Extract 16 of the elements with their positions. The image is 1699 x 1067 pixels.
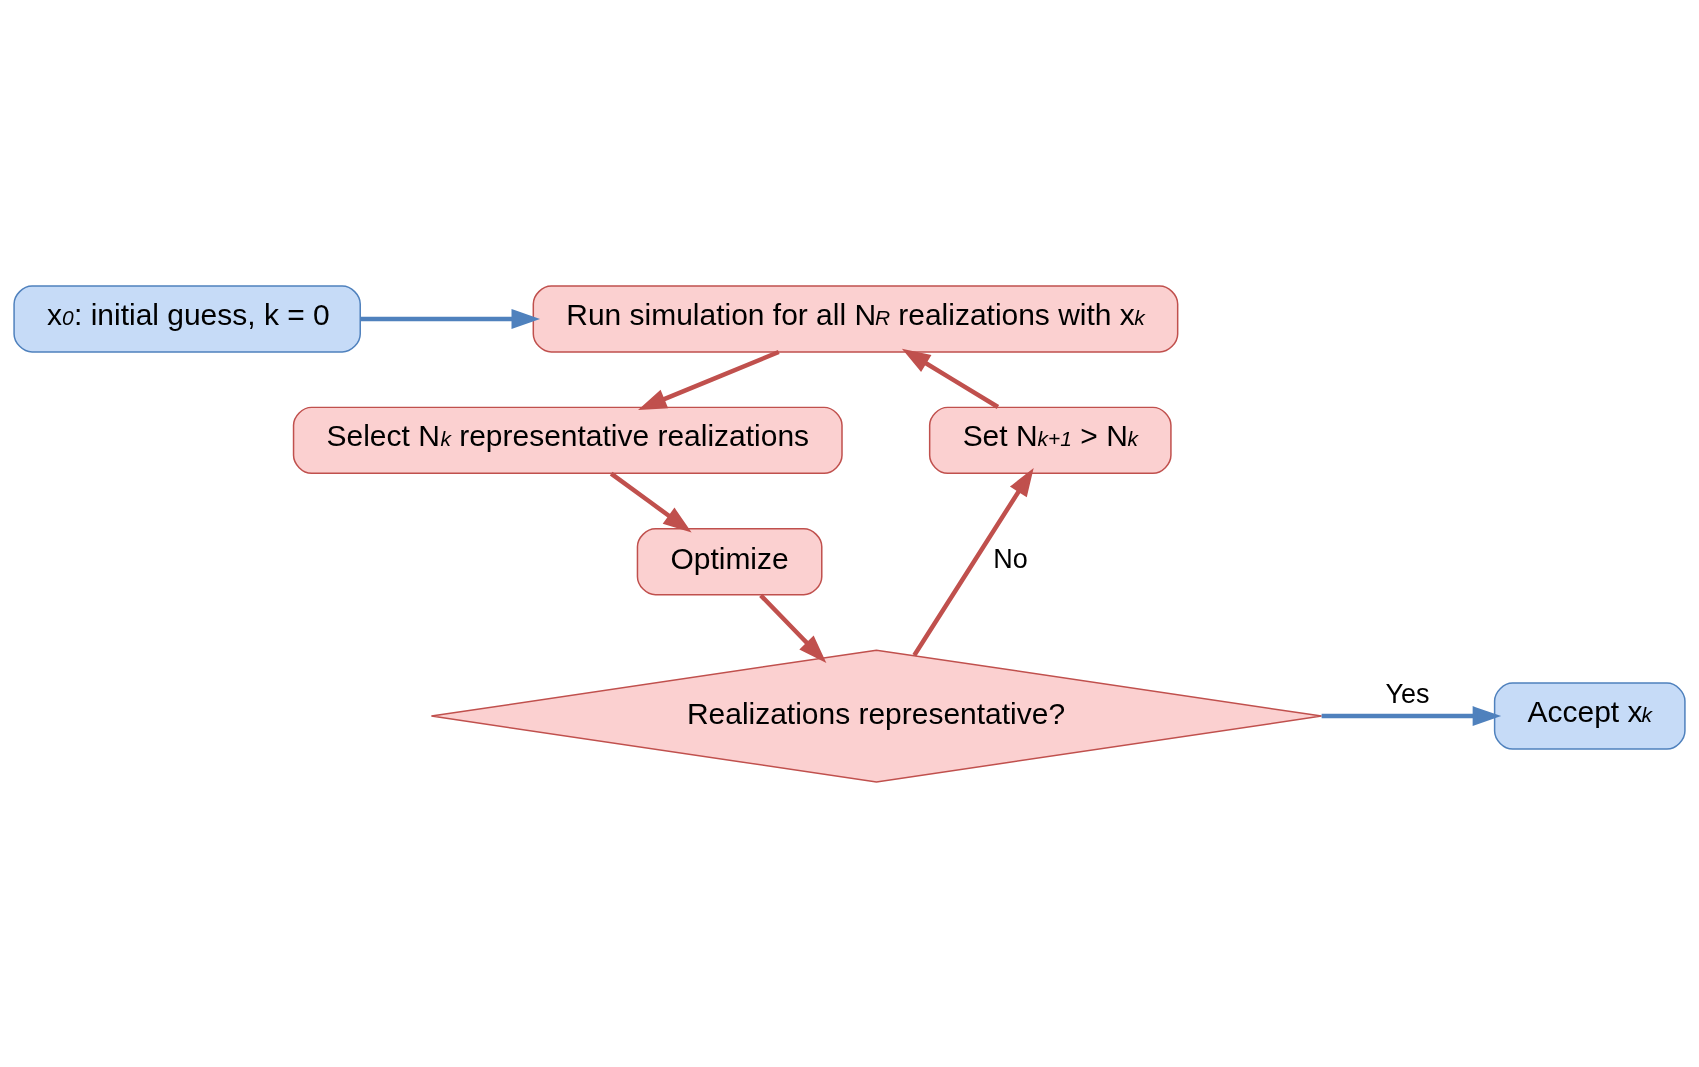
node-box: Set Nk+1 > Nk <box>928 406 1172 474</box>
arrow <box>360 308 541 329</box>
arrow <box>638 349 780 410</box>
edge-label: No <box>993 543 1028 574</box>
arrow <box>609 471 692 532</box>
node-box: x0: initial guess, k = 0 <box>13 284 361 353</box>
arrow <box>1321 705 1502 726</box>
node-box: Select Nk representative realizations <box>292 406 843 474</box>
node-diamond: Realizations representative? <box>430 648 1323 783</box>
arrow <box>912 467 1034 656</box>
arrow <box>759 593 827 663</box>
arrow <box>901 348 1000 409</box>
edge-label: Yes <box>1385 678 1430 709</box>
node-box: Optimize <box>636 527 823 595</box>
node-box: Run simulation for all NR realizations with xk <box>532 284 1179 353</box>
node-box: Accept xk <box>1493 681 1686 750</box>
